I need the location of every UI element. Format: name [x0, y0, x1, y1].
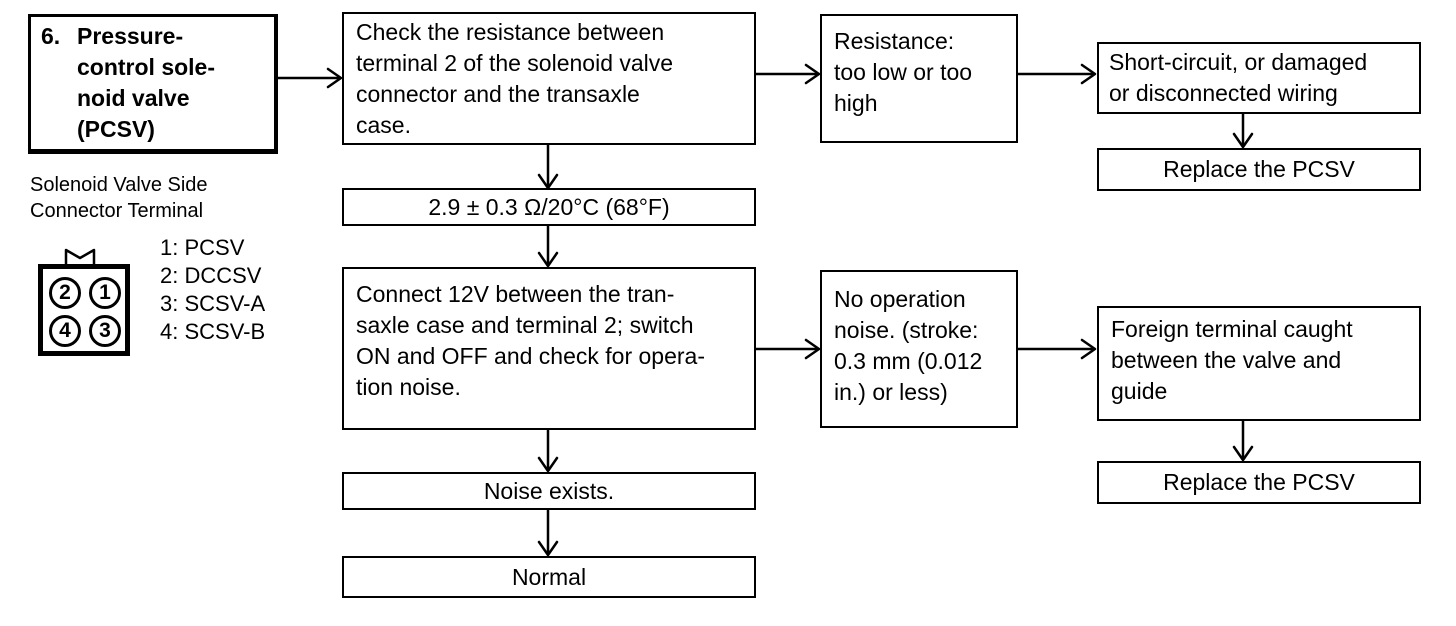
connector-pin: 2 [49, 277, 81, 309]
no-noise-text: No operation noise. (stroke: 0.3 mm (0.0… [834, 286, 983, 405]
wiring-fault-box: Short-circuit, or damaged or disconnecte… [1097, 42, 1421, 114]
resistance-spec-box: 2.9 ± 0.3 Ω/20°C (68°F) [342, 188, 756, 226]
check-resistance-text: Check the resistance between terminal 2 … [356, 19, 674, 138]
resistance-fault-text: Resistance: too low or too high [834, 28, 973, 116]
replace-pcsv-text-2: Replace the PCSV [1163, 469, 1355, 495]
replace-pcsv-text-1: Replace the PCSV [1163, 156, 1355, 182]
connector-legend: 1: PCSV 2: DCCSV 3: SCSV-A 4: SCSV-B [160, 234, 265, 346]
resistance-fault-box: Resistance: too low or too high [820, 14, 1018, 143]
wiring-fault-text: Short-circuit, or damaged or disconnecte… [1109, 49, 1368, 106]
connector-terminal-diagram: 2 1 4 3 [38, 264, 130, 356]
legend-item: 2: DCCSV [160, 263, 262, 288]
legend-item: 1: PCSV [160, 235, 245, 260]
foreign-terminal-text: Foreign terminal caught between the valv… [1111, 316, 1353, 404]
noise-exists-box: Noise exists. [342, 472, 756, 510]
connect-12v-text: Connect 12V between the tran- saxle case… [356, 281, 705, 400]
resistance-spec-text: 2.9 ± 0.3 Ω/20°C (68°F) [428, 194, 670, 220]
step-title-box: 6. Pressure- control sole- noid valve (P… [28, 14, 278, 154]
no-noise-box: No operation noise. (stroke: 0.3 mm (0.0… [820, 270, 1018, 428]
connector-caption: Solenoid Valve Side Connector Terminal [30, 174, 208, 222]
normal-box: Normal [342, 556, 756, 598]
normal-text: Normal [511, 564, 587, 590]
foreign-terminal-box: Foreign terminal caught between the valv… [1097, 306, 1421, 421]
connect-12v-box: Connect 12V between the tran- saxle case… [342, 267, 756, 430]
connector-pin: 4 [49, 315, 81, 347]
legend-item: 3: SCSV-A [160, 291, 266, 316]
step-number: 6. [41, 23, 61, 49]
step-title: Pressure- control sole- noid valve (PCSV… [77, 23, 216, 142]
connector-pin: 3 [89, 315, 121, 347]
replace-pcsv-box-1: Replace the PCSV [1097, 148, 1421, 191]
noise-exists-text: Noise exists. [483, 478, 615, 504]
replace-pcsv-box-2: Replace the PCSV [1097, 461, 1421, 504]
check-resistance-box: Check the resistance between terminal 2 … [342, 12, 756, 145]
legend-item: 4: SCSV-B [160, 319, 266, 344]
connector-pin: 1 [89, 277, 121, 309]
